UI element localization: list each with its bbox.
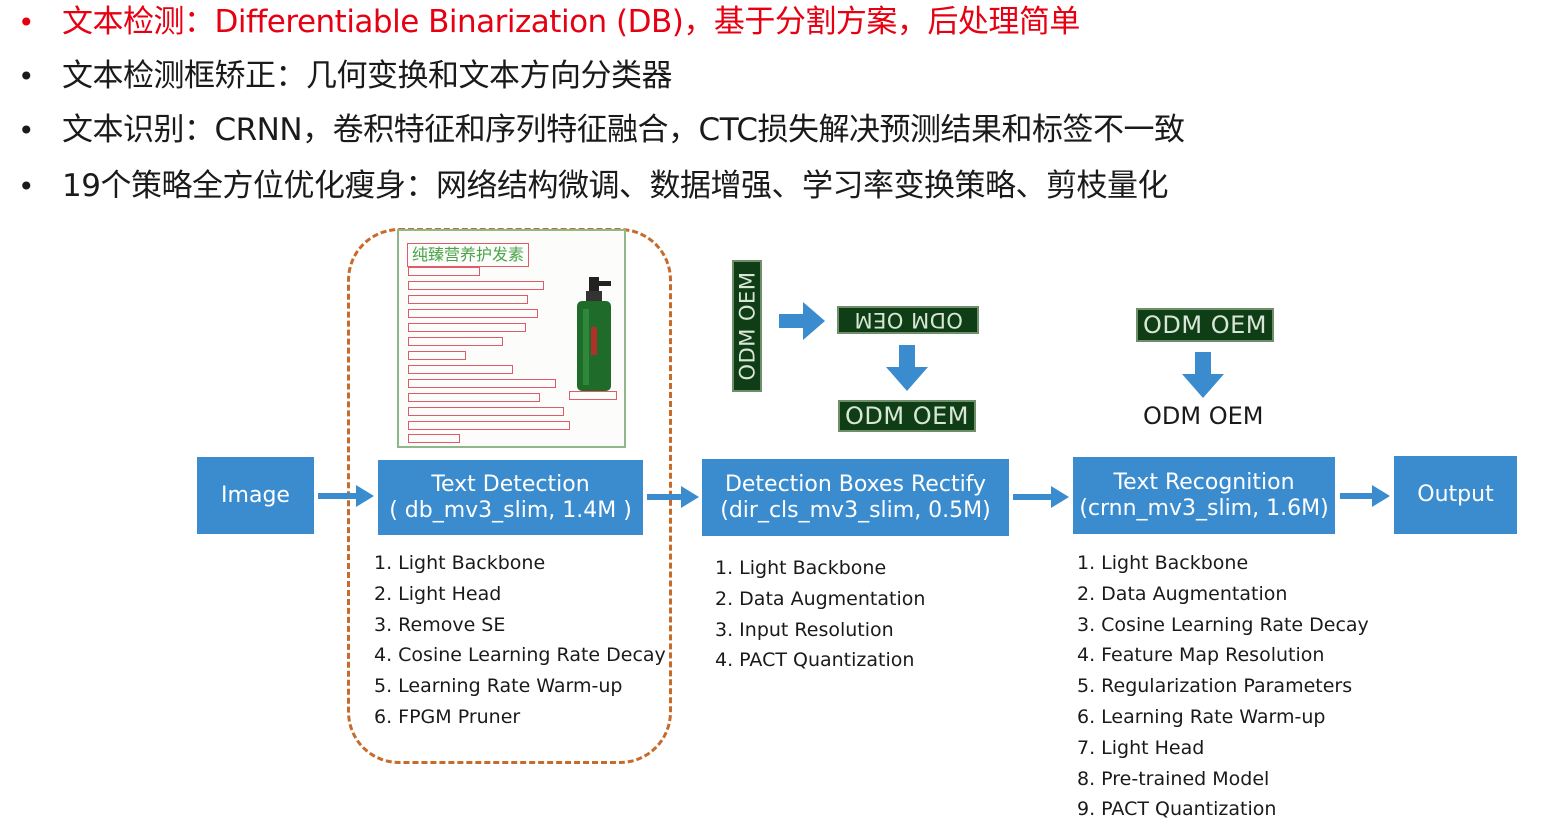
detected-box: [408, 281, 544, 290]
image-box: Image: [197, 457, 314, 534]
ocr-crop-upside-down: ODM OEM: [837, 306, 979, 334]
list-item: 4. Feature Map Resolution: [1077, 644, 1325, 667]
output-box: Output: [1394, 456, 1517, 534]
detection-sample-image: 纯臻营养护发素: [397, 229, 626, 448]
detected-box: [408, 365, 513, 374]
list-item: 1. Light Backbone: [374, 552, 546, 574]
list-item: 4. PACT Quantization: [715, 649, 915, 672]
detected-box: [408, 434, 460, 443]
text-detection-title: Text Detection: [431, 471, 590, 497]
list-item: 5. Regularization Parameters: [1077, 675, 1353, 698]
list-item: 8. Pre-trained Model: [1077, 767, 1270, 790]
detected-box: [408, 393, 540, 402]
bullet-marker: •: [18, 170, 35, 203]
bullet-marker: •: [18, 6, 35, 39]
bullet-text: 文本识别：CRNN，卷积特征和序列特征融合，CTC损失解决预测结果和标签不一致: [62, 112, 1185, 148]
bottle-icon: [577, 277, 611, 391]
arrow-right-icon: [1013, 486, 1069, 508]
detected-box: [408, 407, 564, 416]
list-item: 6. FPGM Pruner: [374, 705, 521, 728]
list-item: 3. Input Resolution: [715, 618, 894, 641]
list-item: 2. Data Augmentation: [1077, 582, 1288, 605]
bullet-text: 文本检测框矫正：几何变换和文本方向分类器: [62, 58, 673, 94]
detected-box: [569, 391, 617, 400]
list-item: 3. Remove SE: [374, 613, 506, 636]
ocr-crop-recognition-input: ODM OEM: [1136, 308, 1274, 342]
arrow-down-icon: [886, 345, 928, 391]
arrow-right-icon: [647, 486, 699, 508]
bullet-strategies: • 19个策略全方位优化瘦身：网络结构微调、数据增强、学习率变换策略、剪枝量化: [18, 164, 1168, 208]
detection-rectify-box: Detection Boxes Rectify (dir_cls_mv3_sli…: [702, 459, 1009, 536]
text-recognition-title: Text Recognition: [1113, 469, 1295, 495]
list-item: 2. Data Augmentation: [715, 587, 926, 610]
detected-box: [408, 323, 526, 332]
text-recognition-box: Text Recognition (crnn_mv3_slim, 1.6M): [1073, 457, 1335, 534]
bullet-text-detection: • 文本检测：Differentiable Binarization (DB)，基…: [18, 0, 1080, 44]
list-item: 1. Light Backbone: [715, 557, 887, 579]
list-item: 1. Light Backbone: [1077, 552, 1249, 574]
bullet-marker: •: [18, 60, 35, 93]
detected-box: [408, 295, 528, 304]
text-recognition-model: (crnn_mv3_slim, 1.6M): [1079, 495, 1329, 521]
sample-title: 纯臻营养护发素: [407, 243, 530, 267]
rectify-strategy-list: 1. Light Backbone 2. Data Augmentation 3…: [715, 553, 925, 676]
list-item: 5. Learning Rate Warm-up: [374, 675, 623, 698]
ocr-crop-text: ODM OEM: [735, 271, 760, 381]
list-item: 9. PACT Quantization: [1077, 798, 1277, 821]
recognition-strategy-list: 1. Light Backbone 2. Data Augmentation 3…: [1077, 548, 1369, 825]
list-item: 4. Cosine Learning Rate Decay: [374, 644, 666, 667]
detection-strategy-list: 1. Light Backbone 2. Light Head 3. Remov…: [374, 548, 666, 733]
ocr-crop-text: ODM OEM: [853, 308, 963, 332]
detected-box: [408, 351, 466, 360]
image-box-label: Image: [221, 482, 290, 508]
list-item: 6. Learning Rate Warm-up: [1077, 705, 1326, 728]
ocr-crop-text: ODM OEM: [845, 402, 969, 430]
bullet-text-recognition: • 文本识别：CRNN，卷积特征和序列特征融合，CTC损失解决预测结果和标签不一致: [18, 108, 1185, 152]
bullet-box-rectify: • 文本检测框矫正：几何变换和文本方向分类器: [18, 54, 673, 98]
detection-rectify-title: Detection Boxes Rectify: [724, 471, 987, 497]
arrow-right-icon: [779, 302, 825, 340]
bullet-marker: •: [18, 114, 35, 147]
detected-box: [408, 337, 503, 346]
arrow-right-icon: [318, 485, 374, 507]
bullet-text: 文本检测：Differentiable Binarization (DB)，基于…: [62, 4, 1080, 40]
ocr-crop-vertical: ODM OEM: [732, 260, 762, 392]
text-detection-model: ( db_mv3_slim, 1.4M ): [389, 497, 632, 523]
list-item: 7. Light Head: [1077, 736, 1205, 759]
output-box-label: Output: [1417, 482, 1494, 507]
detection-rectify-model: (dir_cls_mv3_slim, 0.5M): [720, 497, 991, 523]
text-detection-box: Text Detection ( db_mv3_slim, 1.4M ): [378, 460, 643, 535]
recognized-text: ODM OEM: [1143, 402, 1264, 430]
detected-box: [408, 309, 538, 318]
detected-box: [408, 379, 556, 388]
arrow-down-icon: [1182, 352, 1224, 398]
bullet-text: 19个策略全方位优化瘦身：网络结构微调、数据增强、学习率变换策略、剪枝量化: [62, 168, 1168, 204]
detected-box: [408, 421, 570, 430]
list-item: 3. Cosine Learning Rate Decay: [1077, 613, 1369, 636]
ocr-crop-text: ODM OEM: [1143, 311, 1267, 339]
detected-box: [408, 267, 480, 276]
ocr-crop-rectified: ODM OEM: [838, 400, 976, 432]
arrow-right-icon: [1340, 485, 1390, 507]
list-item: 2. Light Head: [374, 582, 502, 605]
